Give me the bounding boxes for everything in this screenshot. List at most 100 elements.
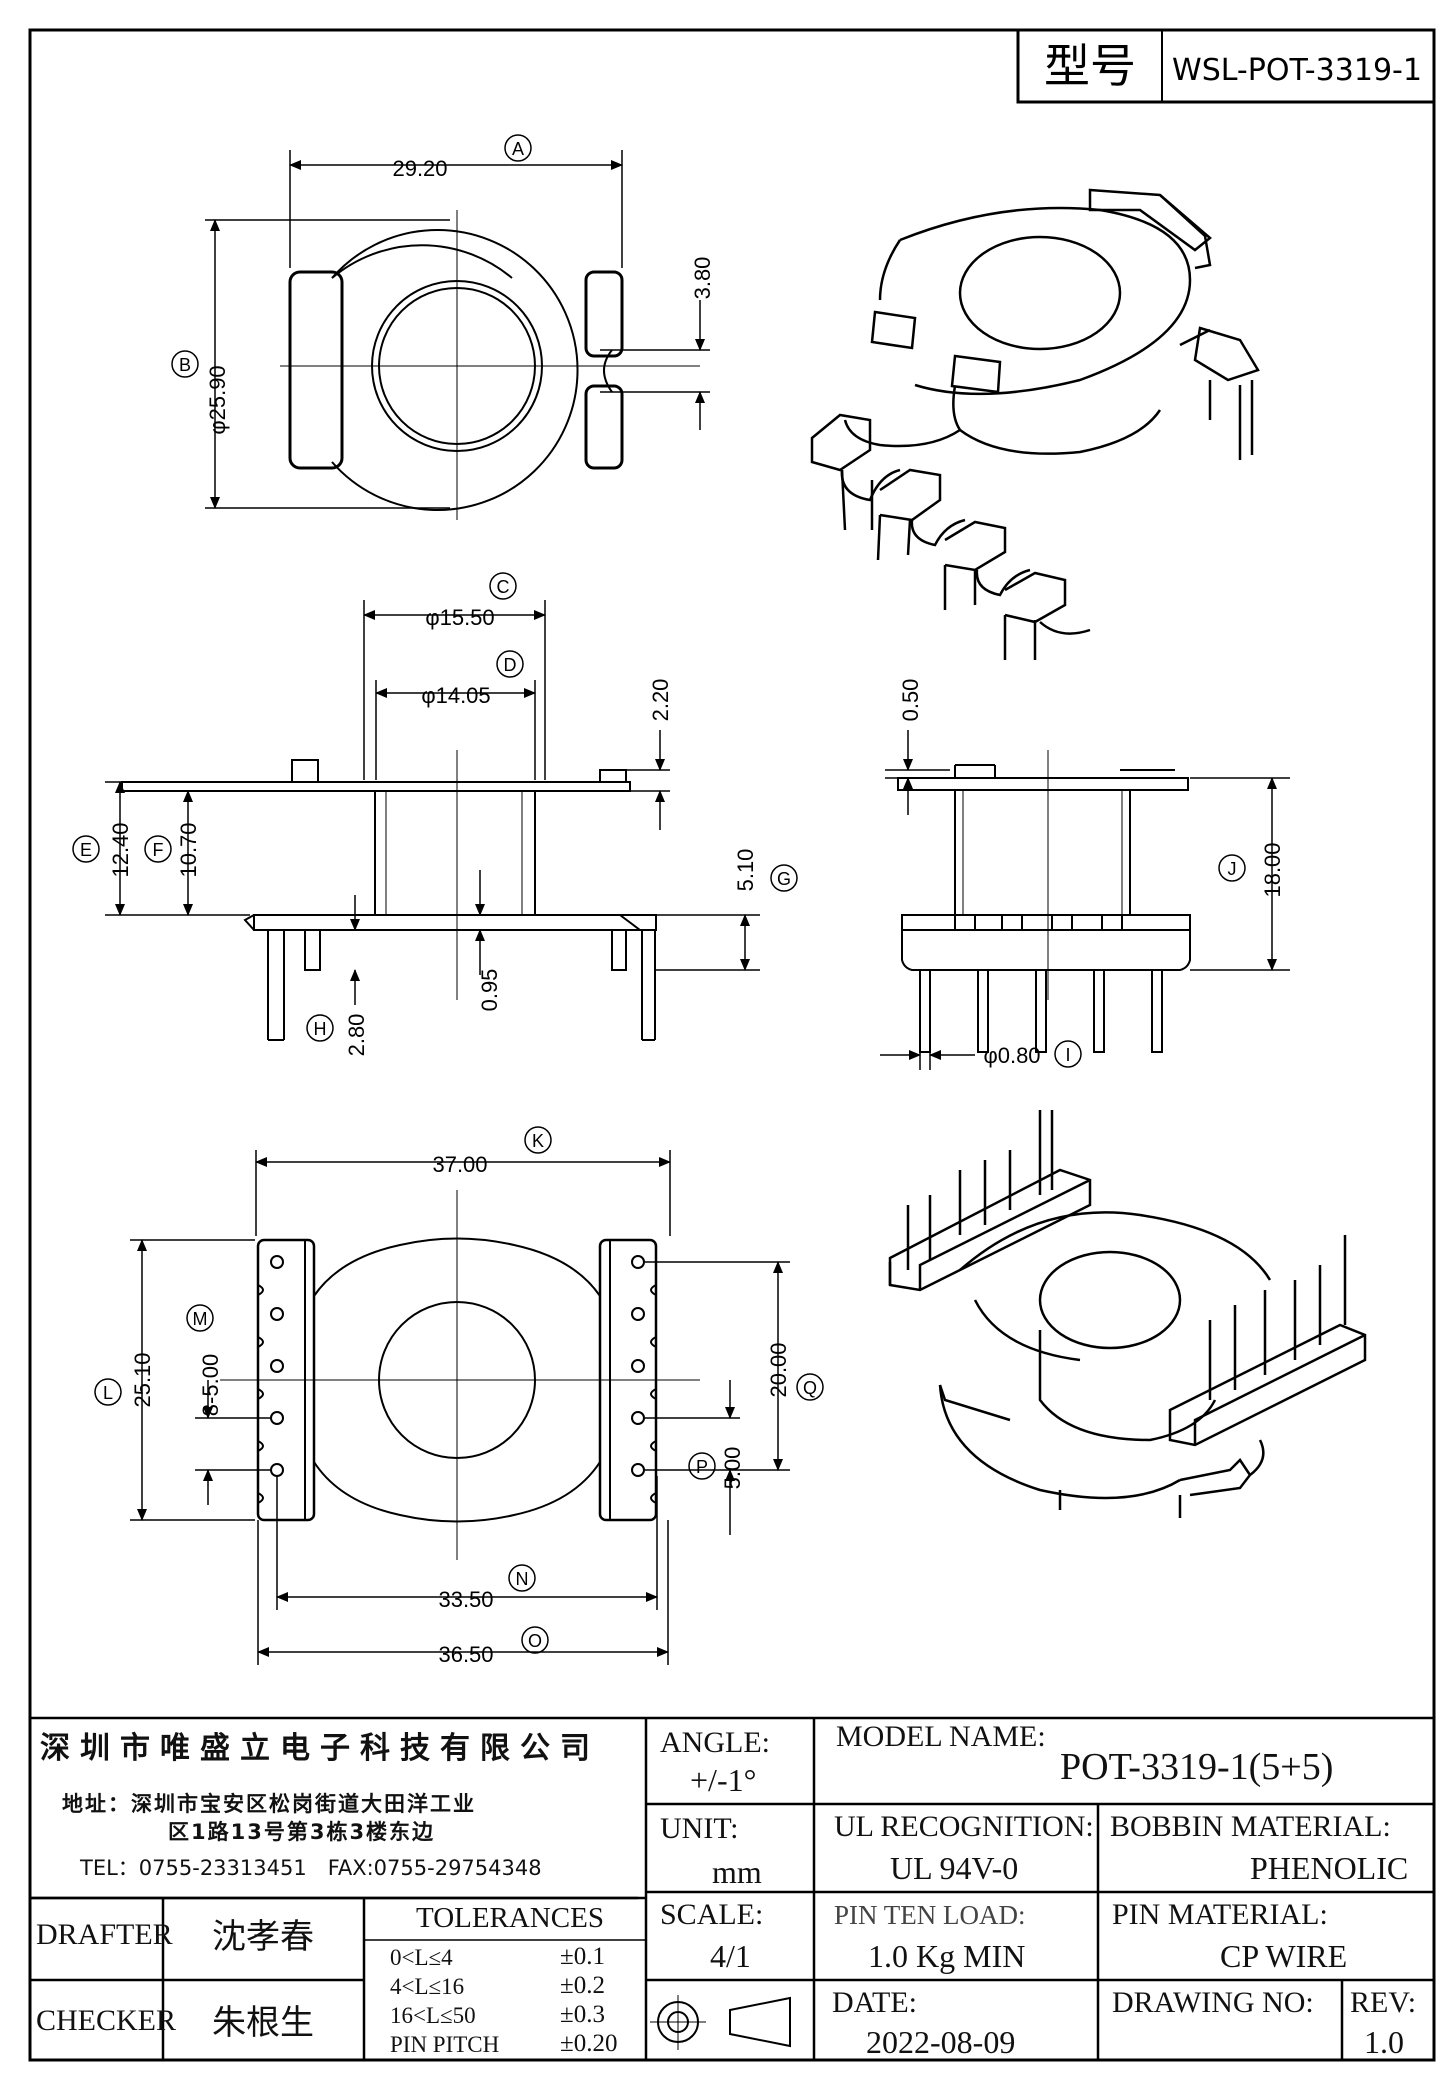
company-address-line2: 区1路13号第3栋3楼东边 (168, 1820, 436, 1844)
tag-b: B (171, 350, 199, 378)
svg-text:O: O (528, 1631, 542, 1651)
tag-e: E (72, 835, 100, 863)
title-block-grid (30, 1716, 1434, 2060)
rev-value: 1.0 (1364, 2024, 1404, 2060)
dim-notch (600, 300, 710, 430)
dim-d-text: φ14.05 (421, 683, 490, 708)
dim-side-top (885, 730, 950, 815)
drafter-name: 沈孝春 (212, 1917, 314, 1957)
company-phone: TEL：0755-23313451 FAX:0755-29754348 (80, 1856, 542, 1880)
svg-text:K: K (532, 1131, 544, 1151)
svg-text:F: F (153, 840, 164, 860)
dim-i (880, 1010, 975, 1070)
front-view (121, 750, 657, 1041)
tolerance-value-pin-pitch: ±0.20 (560, 2030, 618, 2057)
svg-text:C: C (497, 577, 510, 597)
model-name-value: POT-3319-1(5+5) (1060, 1746, 1334, 1788)
dim-e-text: 12.40 (108, 822, 133, 877)
dim-h-text: 2.80 (344, 1014, 369, 1057)
ul-recognition-value: UL 94V-0 (890, 1850, 1019, 1886)
model-value: WSL-POT-3319-1 (1172, 53, 1422, 88)
iso-view-top (810, 188, 1260, 660)
dim-f (178, 790, 250, 916)
unit-value: mm (712, 1854, 762, 1890)
dim-b-text: φ25.90 (205, 365, 230, 434)
ul-recognition-label: UL RECOGNITION: (834, 1810, 1094, 1843)
tag-p: P (688, 1452, 716, 1480)
bobbin-material-value: PHENOLIC (1250, 1850, 1409, 1886)
rev-label: REV: (1350, 1986, 1417, 2019)
svg-text:B: B (179, 355, 191, 375)
dim-n-text: 33.50 (438, 1587, 493, 1612)
date-value: 2022-08-09 (866, 2024, 1016, 2060)
pin-material-value: CP WIRE (1220, 1938, 1348, 1974)
dim-j-text: 18.00 (1260, 842, 1285, 897)
dim-o-text: 36.50 (438, 1642, 493, 1667)
dim-o (257, 1520, 669, 1665)
dim-p (645, 1380, 740, 1535)
dim-flange-text: 2.20 (648, 679, 673, 722)
tolerance-value-3: ±0.3 (560, 2001, 605, 2028)
angle-value: +/-1° (690, 1762, 757, 1798)
tolerance-range-3: 16<L≤50 (390, 2003, 476, 2028)
date-label: DATE: (832, 1986, 917, 2019)
pin-ten-load-value: 1.0 Kg MIN (868, 1938, 1026, 1974)
model-label: 型号 (1044, 39, 1136, 93)
pin-ten-load-label: PIN TEN LOAD: (834, 1900, 1026, 1930)
pin-material-label: PIN MATERIAL: (1112, 1898, 1328, 1931)
scale-label: SCALE: (660, 1898, 764, 1931)
dim-m (195, 1380, 270, 1505)
tolerance-value-2: ±0.2 (560, 1972, 605, 1999)
tag-k: K (524, 1126, 552, 1154)
dim-g (656, 914, 760, 971)
tag-o: O (521, 1626, 549, 1654)
svg-text:L: L (103, 1383, 113, 1403)
svg-text:E: E (80, 840, 92, 860)
tag-n: N (508, 1564, 536, 1592)
bottom-view (220, 1190, 700, 1560)
tolerances-label: TOLERANCES (416, 1902, 604, 1934)
iso-view-bottom (888, 1110, 1367, 1518)
dim-d (375, 680, 536, 780)
company-name: 深圳市唯盛立电子科技有限公司 (40, 1731, 600, 1766)
dim-c-text: φ15.50 (425, 605, 494, 630)
drawing-border (28, 28, 1436, 2062)
company-address-line1: 地址：深圳市宝安区松岗街道大田洋工业 (62, 1792, 476, 1816)
tag-j: J (1218, 854, 1246, 882)
svg-text:J: J (1228, 859, 1237, 879)
dim-n (276, 1476, 658, 1610)
dim-a (289, 150, 623, 268)
dim-p-text: 5.00 (720, 1447, 745, 1490)
tag-m: M (186, 1304, 214, 1332)
dim-flange (620, 730, 670, 830)
dim-side-top-text: 0.50 (898, 679, 923, 722)
svg-text:P: P (696, 1457, 708, 1477)
dim-k-text: 37.00 (432, 1152, 487, 1177)
unit-label: UNIT: (660, 1812, 739, 1845)
svg-text:Q: Q (803, 1378, 817, 1398)
dim-l (130, 1239, 255, 1521)
checker-label: CHECKER (36, 2004, 177, 2037)
svg-text:N: N (516, 1569, 529, 1589)
tag-i: I (1054, 1040, 1082, 1068)
projection-symbol (650, 1995, 791, 2050)
model-name-label: MODEL NAME: (836, 1720, 1046, 1753)
side-view (897, 750, 1191, 1053)
dim-m-text: 8-5.00 (198, 1354, 223, 1416)
dim-j (1190, 777, 1290, 971)
dim-b (205, 219, 450, 509)
tag-h: H (306, 1014, 334, 1042)
drafter-label: DRAFTER (36, 1918, 173, 1951)
tag-a: A (504, 134, 532, 162)
top-view (280, 210, 700, 520)
checker-name: 朱根生 (212, 2003, 314, 2043)
dim-notch-text: 3.80 (690, 257, 715, 300)
dim-q (645, 1261, 790, 1471)
dim-q-text: 20.00 (766, 1342, 791, 1397)
dim-c (363, 600, 546, 780)
tag-d: D (496, 650, 524, 678)
svg-text:M: M (193, 1309, 208, 1329)
tolerance-range-1: 0<L≤4 (390, 1945, 453, 1970)
svg-text:G: G (777, 869, 791, 889)
